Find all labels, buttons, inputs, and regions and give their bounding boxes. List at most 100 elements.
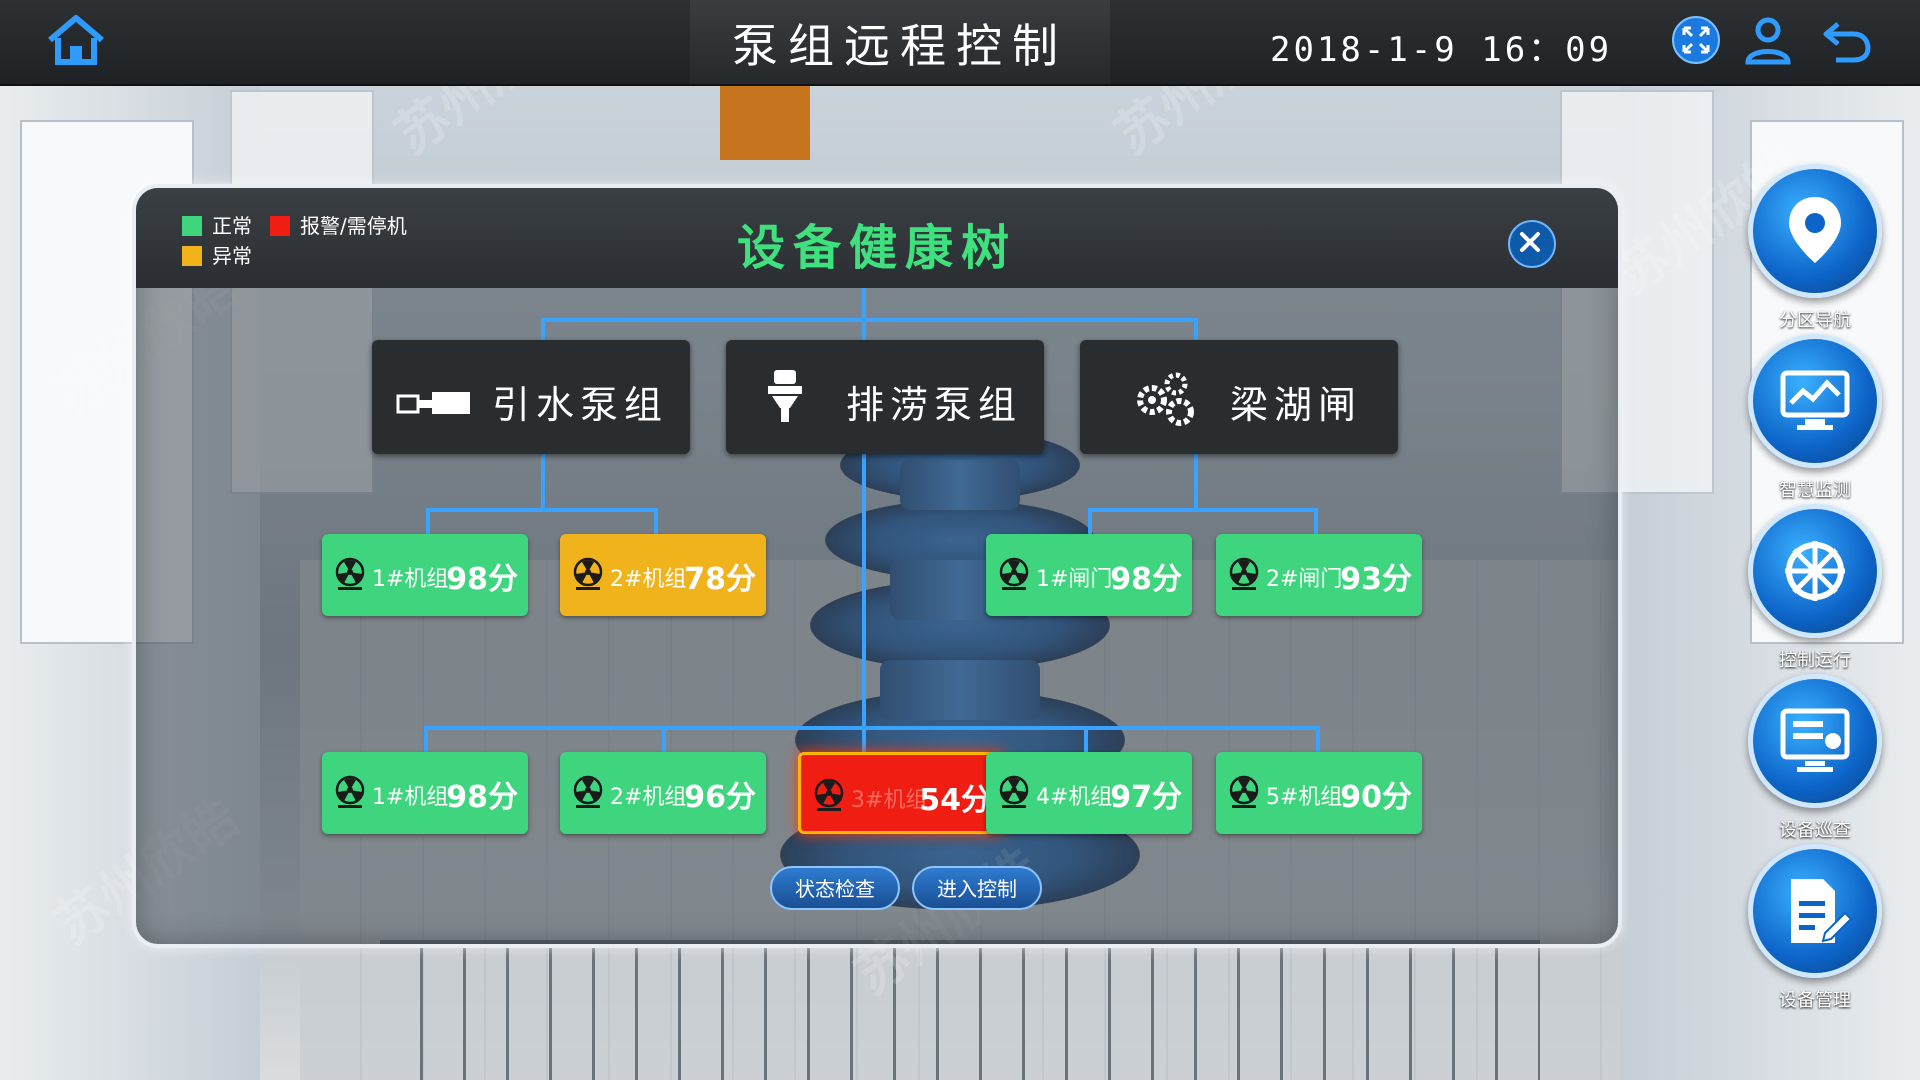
tree-line <box>541 318 1198 322</box>
tree-line <box>426 508 430 536</box>
hazard-icon <box>999 557 1029 590</box>
group-diversion-pumps[interactable]: 引水泵组 <box>372 340 690 454</box>
hazard-icon <box>335 557 365 590</box>
unit-name: 1#闸门 <box>1036 567 1113 592</box>
nav-control-operation[interactable]: 控制运行 <box>1748 504 1882 672</box>
tree-line <box>541 318 545 344</box>
legend-swatch <box>182 246 202 266</box>
nav-label: 智慧监测 <box>1779 480 1851 501</box>
group-drainage-pumps[interactable]: 排涝泵组 <box>726 340 1044 454</box>
group-lianghu-sluice[interactable]: 梁湖闸 <box>1080 340 1398 454</box>
nav-zone-navigation[interactable]: 分区导航 <box>1748 164 1882 332</box>
tree-line <box>1088 508 1318 512</box>
close-button[interactable] <box>1508 220 1556 268</box>
nav-equipment-management[interactable]: 设备管理 <box>1748 844 1882 1012</box>
tree-line <box>424 726 428 754</box>
wheel-icon <box>1785 541 1845 601</box>
nav-button[interactable] <box>1748 164 1882 298</box>
unit-name: 1#机组 <box>372 785 449 810</box>
nav-label: 设备管理 <box>1779 990 1851 1011</box>
tree-line <box>1194 454 1198 510</box>
nav-button[interactable] <box>1748 844 1882 978</box>
nav-button[interactable] <box>1748 504 1882 638</box>
unit-score: 97分 <box>1110 780 1182 815</box>
gears-icon <box>1137 372 1194 426</box>
unit-diversion-1[interactable]: 1#机组 98分 <box>322 534 528 616</box>
tree-line <box>1088 508 1092 536</box>
unit-drainage-4[interactable]: 4#机组 97分 <box>986 752 1192 834</box>
nav-label: 分区导航 <box>1779 310 1851 331</box>
unit-sluice-gate-2[interactable]: 2#闸门 93分 <box>1216 534 1422 616</box>
document-edit-icon <box>1791 879 1853 943</box>
tree-line <box>862 726 866 754</box>
nav-smart-monitoring[interactable]: 智慧监测 <box>1748 334 1882 502</box>
datetime: 2018-1-9 16：09 <box>1270 30 1613 70</box>
hazard-icon <box>573 557 603 590</box>
tree-line <box>1194 318 1198 344</box>
user-button[interactable] <box>1742 14 1794 66</box>
close-icon <box>1520 232 1540 252</box>
unit-name: 2#闸门 <box>1266 567 1343 592</box>
group-label: 梁湖闸 <box>1230 383 1363 427</box>
nav-label: 设备巡查 <box>1779 820 1851 841</box>
unit-drainage-3[interactable]: 3#机组 54分 <box>798 752 1004 834</box>
top-bar: 泵组远程控制 2018-1-9 16：09 <box>0 0 1920 86</box>
legend-swatch <box>270 216 290 236</box>
unit-name: 2#机组 <box>610 785 687 810</box>
unit-name: 5#机组 <box>1266 785 1343 810</box>
status-check-button[interactable]: 状态检查 <box>770 866 900 910</box>
railing <box>380 940 1540 1080</box>
server-check-icon <box>1780 708 1850 772</box>
home-icon <box>48 15 104 65</box>
unit-score: 98分 <box>1110 562 1182 597</box>
nav-button[interactable] <box>1748 674 1882 808</box>
tree-line <box>1084 726 1088 754</box>
unit-drainage-2[interactable]: 2#机组 96分 <box>560 752 766 834</box>
tree-line <box>654 508 658 536</box>
unit-score: 90分 <box>1340 780 1412 815</box>
enter-control-button[interactable]: 进入控制 <box>912 866 1042 910</box>
equipment-health-tree-dialog: 正常 报警/需停机 异常 设备健康树 引水泵组 <box>132 184 1622 948</box>
unit-score: 96分 <box>684 780 756 815</box>
group-label: 引水泵组 <box>492 383 669 427</box>
nav-button[interactable] <box>1748 334 1882 468</box>
pump-unit-icon <box>396 392 470 414</box>
legend-label: 异常 <box>212 244 252 268</box>
hazard-icon <box>335 775 365 808</box>
unit-sluice-gate-1[interactable]: 1#闸门 98分 <box>986 534 1192 616</box>
tree-line <box>1314 508 1318 536</box>
tree-line <box>1316 726 1320 754</box>
tree-line <box>541 454 545 510</box>
back-button[interactable] <box>1820 14 1872 66</box>
legend-item-alarm: 报警/需停机 <box>270 210 407 239</box>
map-pin-icon <box>1789 197 1841 263</box>
unit-name: 3#机组 <box>851 788 928 813</box>
title-plate <box>690 0 1110 84</box>
home-button[interactable] <box>46 12 106 68</box>
unit-score: 98分 <box>446 780 518 815</box>
unit-score: 54分 <box>919 783 991 818</box>
fullscreen-button[interactable] <box>1670 14 1722 66</box>
monitor-chart-icon <box>1780 370 1850 430</box>
unit-drainage-1[interactable]: 1#机组 98分 <box>322 752 528 834</box>
return-icon <box>1823 22 1871 63</box>
legend-item-normal: 正常 <box>182 210 252 239</box>
unit-name: 4#机组 <box>1036 785 1113 810</box>
dialog-header <box>136 188 1618 288</box>
unit-score: 98分 <box>446 562 518 597</box>
tree-line <box>862 454 866 728</box>
unit-drainage-5[interactable]: 5#机组 90分 <box>1216 752 1422 834</box>
legend-swatch <box>182 216 202 236</box>
legend-label: 报警/需停机 <box>300 214 407 238</box>
nav-equipment-inspection[interactable]: 设备巡查 <box>1748 674 1882 842</box>
expand-icon <box>1672 16 1720 64</box>
hazard-icon <box>999 775 1029 808</box>
unit-name: 2#机组 <box>610 567 687 592</box>
tree-line <box>426 508 658 512</box>
unit-name: 1#机组 <box>372 567 449 592</box>
tree-line <box>662 726 666 754</box>
vertical-pump-icon <box>768 370 802 422</box>
hazard-icon <box>573 775 603 808</box>
unit-diversion-2[interactable]: 2#机组 78分 <box>560 534 766 616</box>
page-title: 泵组远程控制 <box>732 19 1068 73</box>
